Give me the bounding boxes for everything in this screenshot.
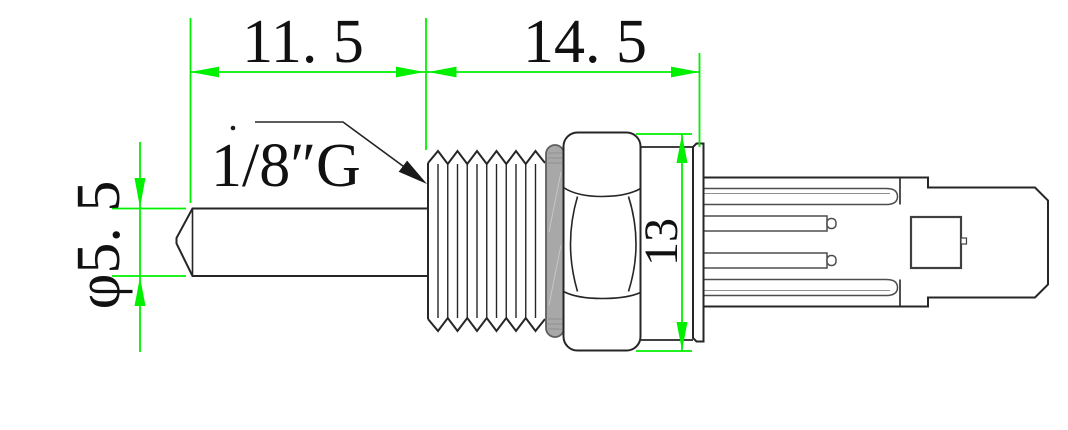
arrow-diameter-bottom [134, 277, 146, 306]
dim-probe-diameter-label: φ5. 5 [65, 181, 133, 310]
connector-housing [702, 176, 1049, 308]
rail-seam-lines [703, 193, 890, 291]
arrow-left-14-5 [428, 66, 457, 78]
guide-rails [703, 187, 899, 297]
terminal-pin-lower [702, 252, 828, 269]
thread-spec-leader [230, 121, 427, 184]
arrow-right-11-5 [396, 66, 425, 78]
probe-rod [175, 207, 428, 277]
arrow-diameter-top [134, 178, 146, 208]
latch-tick [960, 237, 968, 245]
arrow-hex-bottom [676, 322, 688, 351]
hex-face-divider-top [563, 186, 641, 198]
hex-face-arc-right [627, 196, 637, 292]
terminal-pins [702, 215, 837, 269]
guide-rail-lower [703, 278, 899, 297]
arrow-hex-top [676, 134, 688, 163]
guide-rail-upper [703, 187, 899, 206]
arrow-right-14-5 [671, 66, 700, 78]
flange [692, 142, 705, 343]
dimension-arrows [134, 66, 700, 351]
thread-spec-label: 1/8″G [211, 132, 361, 200]
leader-arrowhead [398, 160, 427, 184]
dim-hex-width-label: 13 [635, 218, 688, 266]
hex-face-divider-bottom [563, 290, 641, 300]
thread-crest-bottom [427, 316, 546, 333]
hex-face-arc-left [569, 196, 579, 292]
thread-crest-top [427, 149, 546, 166]
terminal-pin-upper [702, 215, 828, 232]
latch-window [909, 215, 963, 270]
o-ring [545, 144, 565, 338]
terminal-pin-upper-tip [826, 217, 837, 230]
part-outline [175, 131, 1049, 352]
terminal-pin-lower-tip [826, 254, 837, 267]
arrow-left-11-5 [190, 66, 219, 78]
thread-flank-lines [437, 164, 537, 318]
dim-probe-length-label: 11. 5 [242, 8, 364, 76]
hex-nut [562, 131, 642, 352]
leader-dot [230, 125, 236, 131]
thread-section [427, 149, 546, 333]
dim-fitting-length-label: 14. 5 [523, 8, 647, 76]
